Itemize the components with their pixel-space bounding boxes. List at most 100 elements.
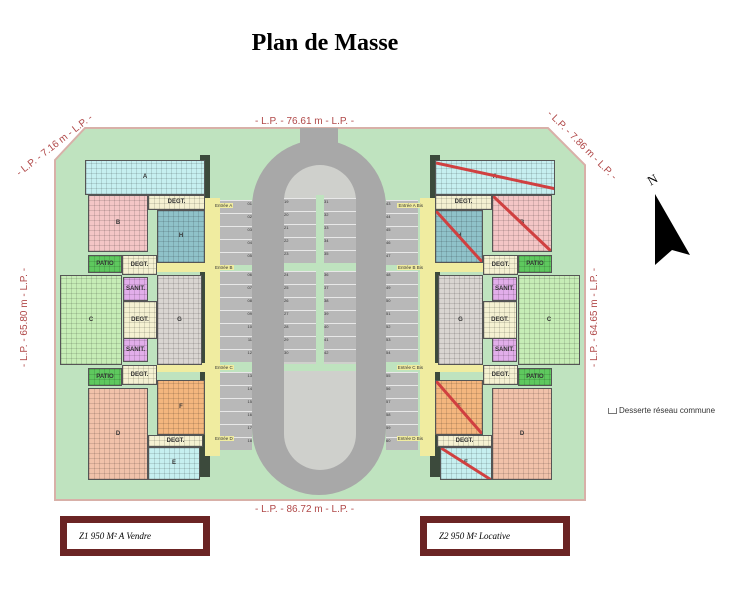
entrance-corridor bbox=[420, 198, 435, 456]
room-label: DEGT. bbox=[166, 437, 185, 444]
parking-stall: 47 bbox=[386, 252, 418, 265]
parking-stall: 56 bbox=[386, 385, 418, 398]
dimension-left: - L.P. - 65.80 m - L.P. - bbox=[19, 267, 31, 368]
parking-stall: 16 bbox=[220, 411, 252, 424]
corridor-degt-right: DEGT. bbox=[483, 255, 518, 275]
parking-stall: 33 bbox=[324, 224, 356, 237]
page-title: Plan de Masse bbox=[251, 30, 399, 56]
room-label: DEGT. bbox=[130, 261, 149, 268]
room-label: PATIO bbox=[96, 373, 114, 380]
parking-stall: 21 bbox=[284, 224, 316, 237]
parking-stall: 58 bbox=[386, 411, 418, 424]
dimension-top: - L.P. - 76.61 m - L.P. - bbox=[255, 116, 355, 127]
patio-left: PATIO bbox=[88, 255, 122, 273]
corridor-branch bbox=[157, 363, 220, 372]
room-label: PATIO bbox=[96, 260, 114, 267]
room-label: G bbox=[458, 316, 463, 323]
room-e-right: E bbox=[440, 447, 492, 480]
parking-stall: 24 bbox=[284, 271, 316, 284]
parking-stall: 57 bbox=[386, 398, 418, 411]
corridor-branch bbox=[420, 263, 483, 272]
entry-label: Entrée B bbox=[214, 265, 234, 271]
parking-stall: 31 bbox=[324, 198, 356, 211]
parking-stall: 54 bbox=[386, 349, 418, 362]
zone-z1-label: Z1 950 M² A Vendre bbox=[65, 521, 205, 551]
room-label: C bbox=[88, 316, 94, 323]
room-label: D bbox=[115, 430, 121, 437]
room-label: DEGT. bbox=[491, 371, 510, 378]
room-label: SANIT. bbox=[125, 285, 145, 292]
parking-stall: 29 bbox=[284, 336, 316, 349]
parking-stall: 22 bbox=[284, 237, 316, 250]
parking-stall: 55 bbox=[386, 372, 418, 385]
entry-label: Entrée B Bis bbox=[396, 265, 424, 271]
room-a-right: A bbox=[435, 160, 555, 195]
corridor-branch bbox=[157, 263, 220, 272]
patio-right: PATIO bbox=[518, 368, 552, 386]
entrance-corridor bbox=[205, 198, 220, 456]
parking-stall: 02 bbox=[220, 213, 252, 226]
room-label: SANIT. bbox=[125, 346, 145, 353]
parking-stall: 26 bbox=[284, 297, 316, 310]
corridor-degt-right: DEGT. bbox=[435, 195, 492, 210]
parking-stall: 06 bbox=[220, 271, 252, 284]
parking-stall: 03 bbox=[220, 226, 252, 239]
room-b-left: B bbox=[88, 195, 148, 252]
dimension-right: - L.P. - 64.65 m - L.P. - bbox=[589, 267, 601, 368]
parking-stall: 52 bbox=[386, 323, 418, 336]
entry-label: Entrée C Bis bbox=[396, 365, 424, 371]
parking-stall: 30 bbox=[284, 349, 316, 362]
room-label: C bbox=[546, 316, 552, 323]
corridor-degt-right: DEGT. bbox=[483, 301, 517, 339]
parking-stall: 28 bbox=[284, 323, 316, 336]
room-label: DEGT. bbox=[130, 371, 149, 378]
entry-label: Entrée A Bis bbox=[397, 203, 424, 209]
parking-stall: 27 bbox=[284, 310, 316, 323]
room-label: SANIT. bbox=[494, 346, 514, 353]
room-f-left: F bbox=[157, 380, 205, 435]
room-label: DEGT. bbox=[167, 199, 186, 206]
corridor-degt-right: DEGT. bbox=[437, 435, 492, 447]
entry-label: Entrée D bbox=[214, 436, 234, 442]
legend-label: Desserte réseau commune bbox=[619, 406, 716, 415]
room-label: SANIT. bbox=[494, 285, 514, 292]
room-label: G bbox=[177, 316, 182, 323]
parking-stall: 09 bbox=[220, 310, 252, 323]
parking-stall: 40 bbox=[324, 323, 356, 336]
sold-strike-line bbox=[436, 211, 482, 262]
parking-stall: 14 bbox=[220, 385, 252, 398]
parking-stall: 23 bbox=[284, 250, 316, 263]
green-strip-horizontal bbox=[284, 262, 356, 271]
sanitary-left: SANIT. bbox=[123, 338, 148, 362]
parking-stall: 25 bbox=[284, 284, 316, 297]
parking-stall: 35 bbox=[324, 250, 356, 263]
entry-label: Entrée A bbox=[214, 203, 234, 209]
parking-stall: 13 bbox=[220, 372, 252, 385]
room-label: DEGT. bbox=[131, 316, 149, 323]
parking-stall: 19 bbox=[284, 198, 316, 211]
corridor-branch bbox=[420, 363, 483, 372]
room-label: DEGT. bbox=[455, 437, 474, 444]
parking-stall: 05 bbox=[220, 252, 252, 265]
parking-stall: 07 bbox=[220, 284, 252, 297]
room-a-left: A bbox=[85, 160, 205, 195]
room-d-right: D bbox=[492, 388, 552, 480]
corridor-degt-left: DEGT. bbox=[123, 301, 157, 339]
room-label: PATIO bbox=[526, 373, 544, 380]
parking-stall: 41 bbox=[324, 336, 356, 349]
parking-stall: 45 bbox=[386, 226, 418, 239]
dimension-bottom: - L.P. - 86.72 m - L.P. - bbox=[255, 504, 355, 515]
patio-left: PATIO bbox=[88, 368, 122, 386]
green-strip-bottom bbox=[284, 364, 356, 371]
patio-right: PATIO bbox=[518, 255, 552, 273]
parking-stall: 38 bbox=[324, 297, 356, 310]
room-label: H bbox=[178, 233, 184, 240]
parking-stall: 36 bbox=[324, 271, 356, 284]
room-label: F bbox=[179, 404, 183, 411]
room-d-left: D bbox=[88, 388, 148, 480]
room-label: DEGT. bbox=[491, 316, 509, 323]
sold-strike-line bbox=[436, 381, 482, 434]
parking-stall: 46 bbox=[386, 239, 418, 252]
room-h-right: H bbox=[435, 210, 483, 263]
